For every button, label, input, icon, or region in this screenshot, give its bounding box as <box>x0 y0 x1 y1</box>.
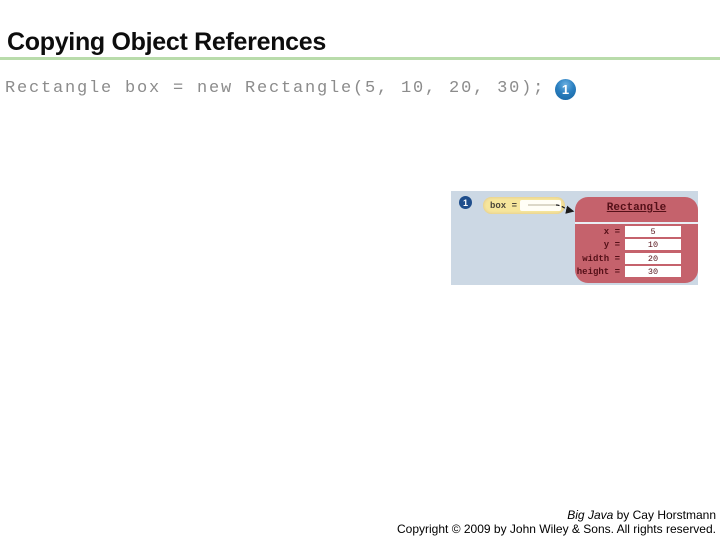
rectangle-object: Rectangle x = 5 y = 10 width = 20 height… <box>575 197 698 283</box>
rectangle-class-name: Rectangle <box>606 202 667 214</box>
field-label: x = <box>603 226 620 237</box>
reference-value-slot <box>520 200 562 211</box>
code-statement: Rectangle box = new Rectangle(5, 10, 20,… <box>5 79 546 98</box>
slide-footer: Big Java by Cay Horstmann Copyright © 20… <box>397 508 716 536</box>
field-label: y = <box>603 239 620 250</box>
footer-attribution: Big Java by Cay Horstmann <box>397 508 716 522</box>
reference-variable-label: box = <box>490 200 518 211</box>
footer-author: by Cay Horstmann <box>613 508 716 522</box>
field-value: 5 <box>625 226 681 237</box>
field-label: width = <box>582 253 620 264</box>
reference-variable-pill: box = <box>483 197 565 214</box>
diagram-step-1-icon: 1 <box>459 196 472 209</box>
field-value: 10 <box>625 239 681 250</box>
step-1-badge-icon: 1 <box>555 79 576 100</box>
title-underline <box>0 57 720 60</box>
field-row-x: x = 5 <box>604 226 681 237</box>
field-value: 30 <box>625 266 681 277</box>
field-row-y: y = 10 <box>604 239 681 250</box>
field-value: 20 <box>625 253 681 264</box>
field-row-height: height = 30 <box>577 266 681 277</box>
field-label: height = <box>576 266 620 277</box>
page-title: Copying Object References <box>7 28 326 56</box>
footer-copyright: Copyright © 2009 by John Wiley & Sons. A… <box>397 522 716 536</box>
book-title: Big Java <box>567 508 614 522</box>
object-reference-diagram: 1 box = Rectangle x = 5 y = 10 <box>451 191 698 285</box>
object-separator <box>575 222 698 224</box>
field-row-width: width = 20 <box>582 253 681 264</box>
